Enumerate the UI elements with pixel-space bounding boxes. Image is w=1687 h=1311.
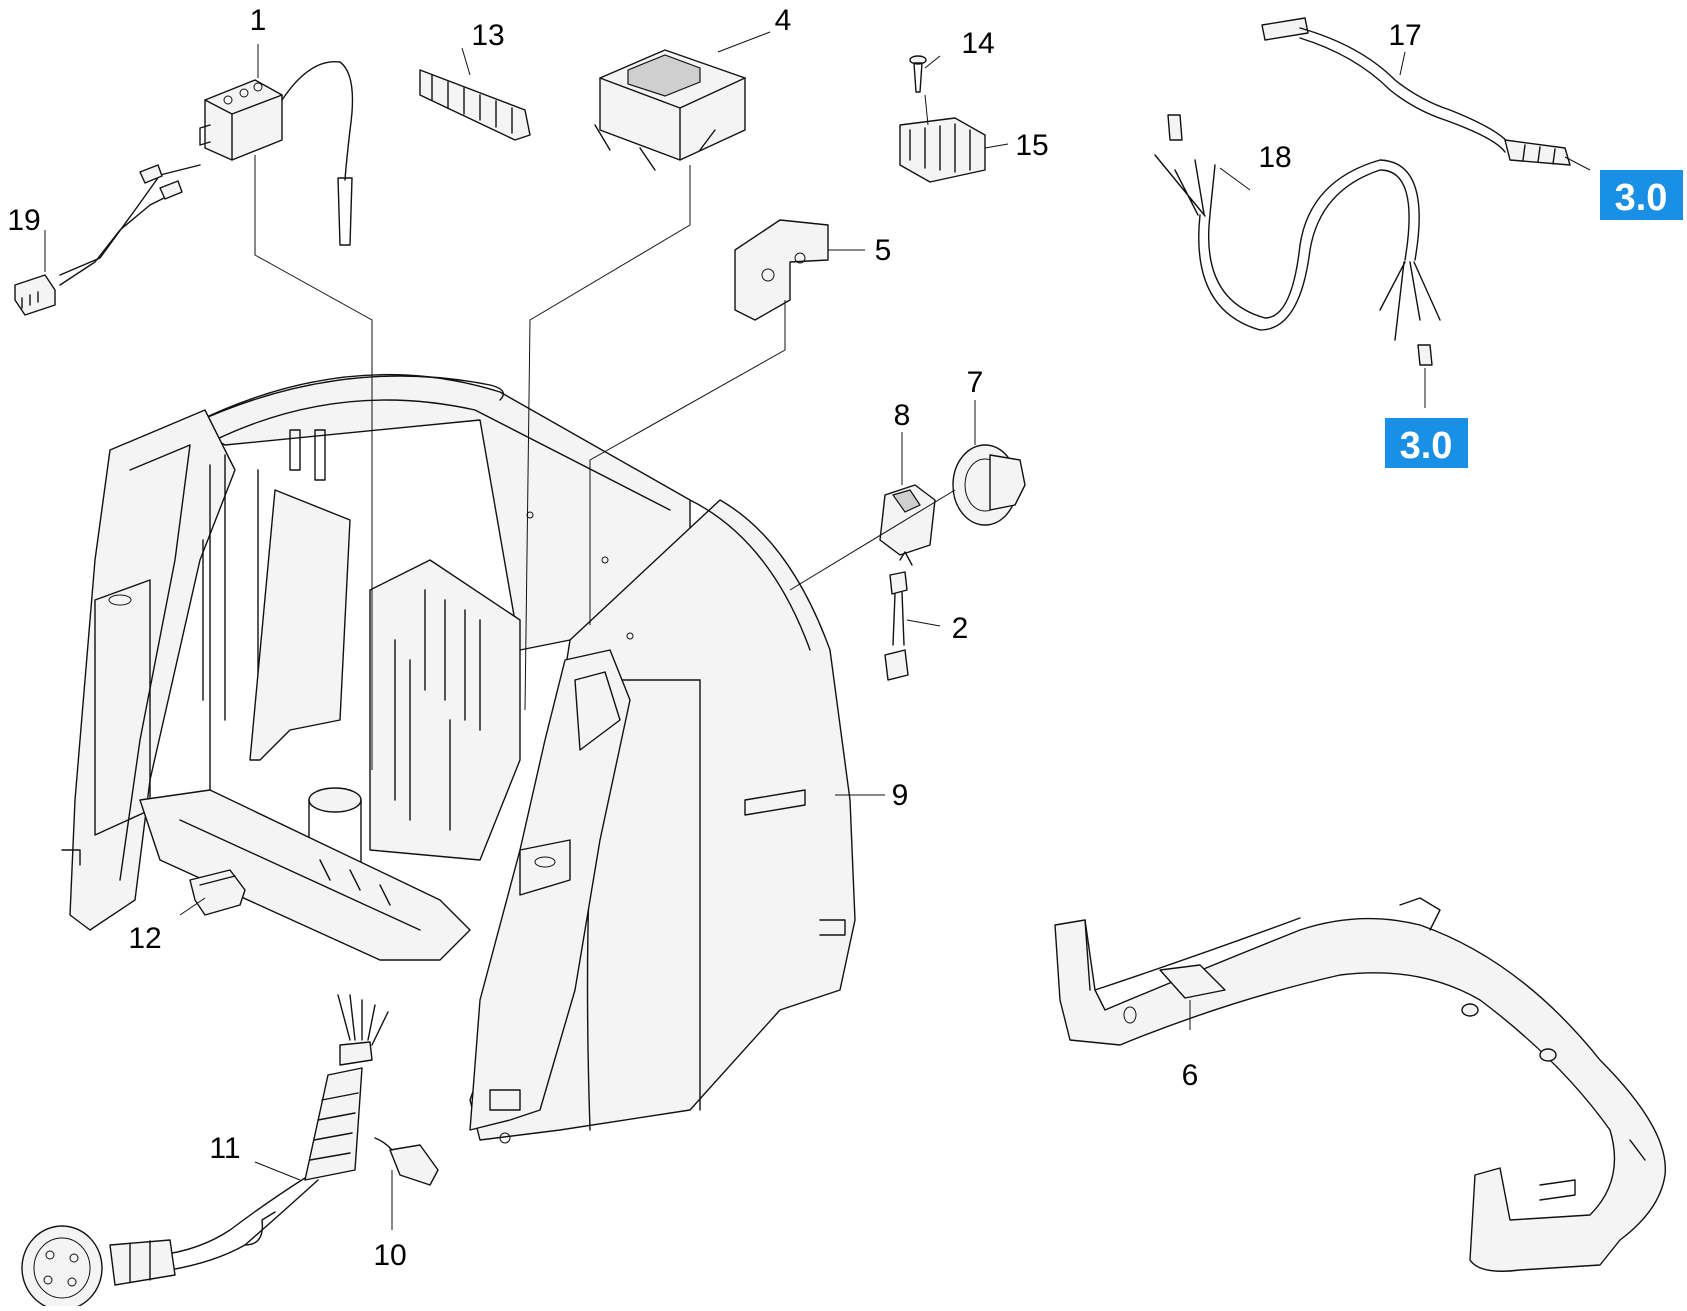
cable-tie-part bbox=[374, 1137, 439, 1186]
callout-part-6: 6 bbox=[1182, 1059, 1199, 1092]
callout-part-4: 4 bbox=[775, 4, 792, 37]
terminal-block-part bbox=[899, 117, 986, 183]
callout-part-5: 5 bbox=[875, 234, 892, 267]
callout-part-14: 14 bbox=[961, 27, 994, 60]
clip-part bbox=[189, 869, 246, 916]
callout-part-15: 15 bbox=[1015, 129, 1048, 162]
callout-part-19: 19 bbox=[7, 204, 40, 237]
callout-part-1: 1 bbox=[250, 4, 267, 37]
ribbon-cable-part bbox=[1261, 17, 1571, 166]
reference-badge-middle-label: 3.0 bbox=[1400, 425, 1453, 467]
reference-badge-top[interactable]: 3.0 bbox=[1600, 170, 1683, 220]
callout-part-8: 8 bbox=[894, 399, 911, 432]
power-cord-part bbox=[21, 994, 389, 1311]
callout-part-11: 11 bbox=[209, 1132, 240, 1165]
thick-cable-part bbox=[1154, 114, 1441, 366]
connector-cable-part bbox=[14, 164, 201, 316]
callout-part-7: 7 bbox=[967, 366, 984, 399]
reference-badge-top-label: 3.0 bbox=[1615, 177, 1668, 219]
knob-part bbox=[952, 444, 1026, 526]
main-housing bbox=[61, 373, 856, 1144]
bracket-part bbox=[734, 219, 829, 321]
small-cable-part bbox=[884, 571, 909, 681]
callout-part-18: 18 bbox=[1258, 141, 1291, 174]
leader-lines bbox=[44, 31, 1591, 1230]
clip-strip-part bbox=[419, 69, 531, 141]
thermostat-part bbox=[199, 60, 354, 246]
reference-badge-middle[interactable]: 3.0 bbox=[1385, 418, 1468, 468]
callout-part-17: 17 bbox=[1388, 19, 1421, 52]
callout-part-13: 13 bbox=[471, 19, 504, 52]
callout-part-2: 2 bbox=[952, 612, 969, 645]
callout-part-12: 12 bbox=[128, 922, 161, 955]
handle-frame-part bbox=[1054, 897, 1667, 1272]
callout-part-10: 10 bbox=[373, 1239, 406, 1272]
part-callouts: 1 2 4 5 6 7 8 9 10 11 12 13 14 15 17 18 … bbox=[7, 4, 1421, 1272]
switch-part bbox=[879, 484, 936, 566]
transformer-part bbox=[594, 49, 746, 171]
callout-part-9: 9 bbox=[892, 779, 909, 812]
screw-part bbox=[909, 55, 927, 93]
